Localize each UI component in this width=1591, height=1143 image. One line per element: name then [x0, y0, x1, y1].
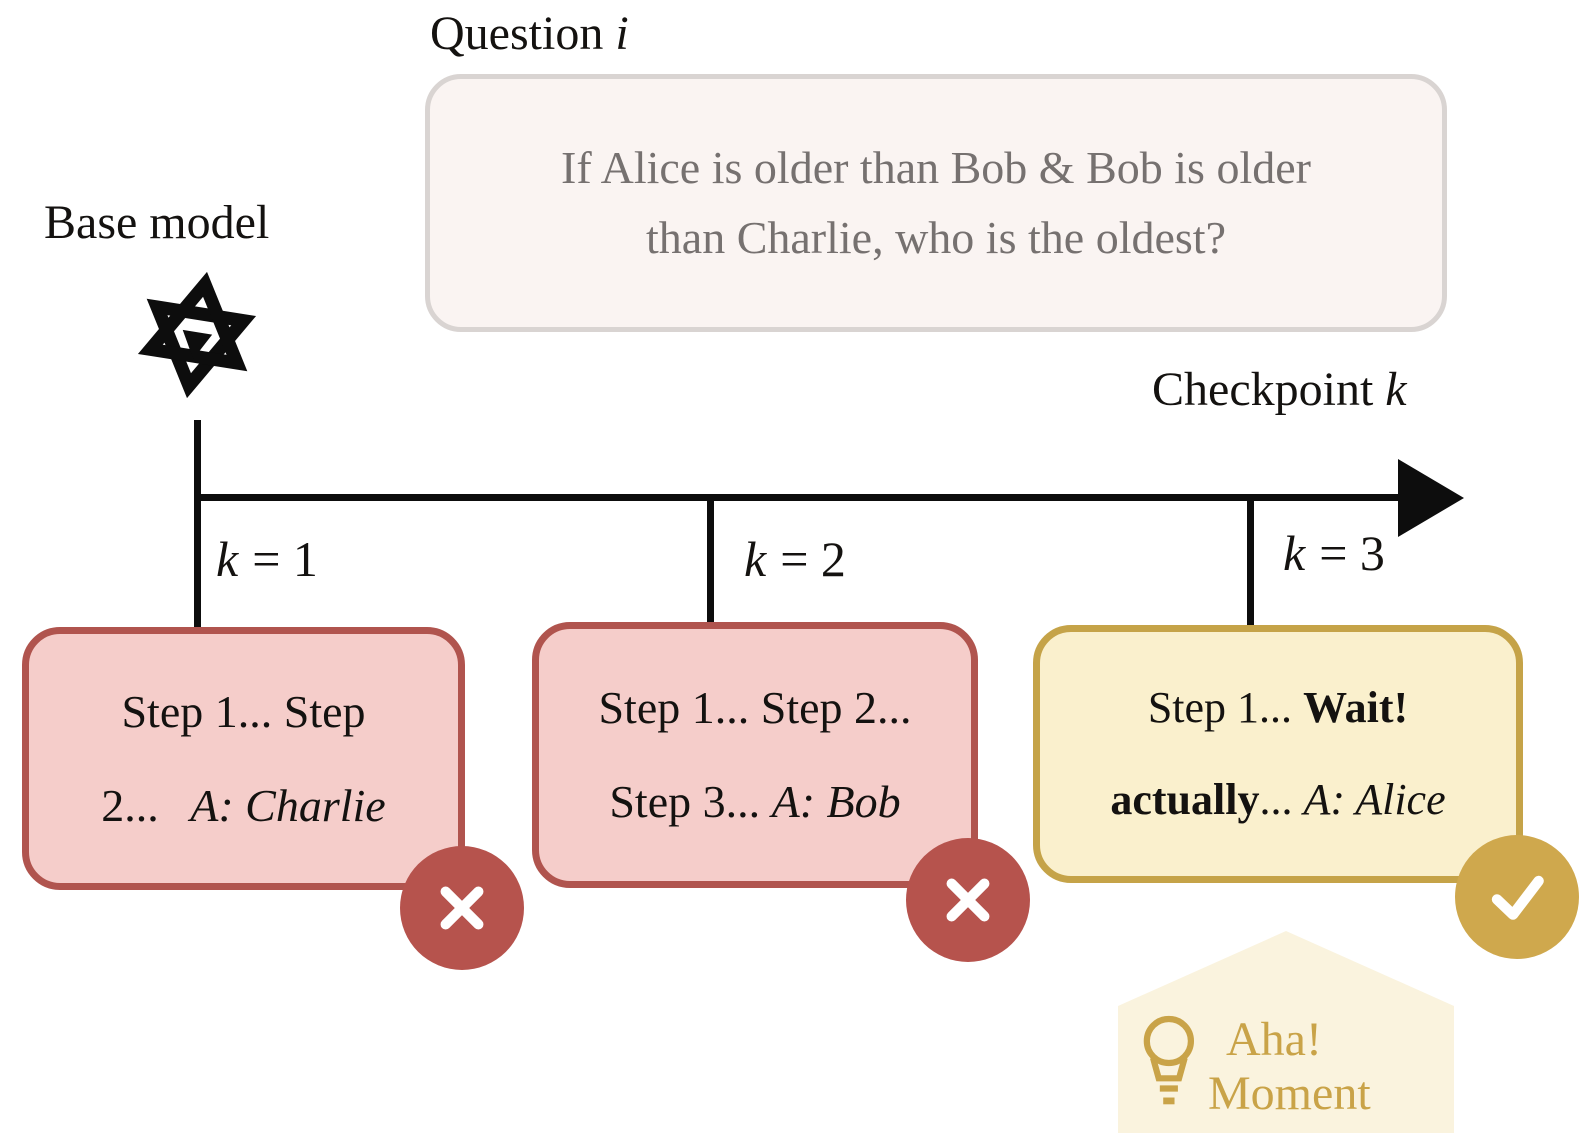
checkpoint-card-1: Step 1... Step 2... A: Charlie — [22, 627, 465, 890]
checkpoint-card-3: Step 1... Wait! actually... A: Alice — [1033, 625, 1523, 883]
card-2-line-2-prefix: Step 3... — [609, 776, 772, 827]
card-3-line-1-bold: Wait! — [1303, 683, 1409, 732]
question-heading-text: Question — [430, 7, 616, 60]
check-icon — [1491, 875, 1544, 920]
k-label-3-eq: = 3 — [1319, 525, 1385, 581]
base-model-label: Base model — [44, 196, 270, 249]
checkpoint-heading-text: Checkpoint — [1152, 363, 1386, 416]
lightbulb-icon — [1143, 1015, 1195, 1105]
aha-moment-callout: Aha! Moment — [1118, 931, 1454, 1133]
k-label-1: k= 1 — [216, 530, 318, 588]
aha-text-line-2: Moment — [1208, 1066, 1371, 1120]
question-text-line-2: than Charlie, who is the oldest? — [646, 212, 1226, 263]
card-3-answer: A: Alice — [1303, 775, 1446, 824]
incorrect-badge-1 — [400, 846, 524, 970]
k-label-1-eq: = 1 — [252, 531, 318, 587]
correct-badge — [1455, 835, 1579, 959]
aha-house-shape — [1118, 931, 1454, 1133]
card-3-line-1-prefix: Step 1... — [1147, 683, 1304, 732]
card-2-line-2: Step 3... A: Bob — [609, 779, 900, 825]
card-1-line-2-prefix: 2... — [101, 779, 171, 831]
k-label-3-var: k — [1283, 525, 1306, 581]
cross-icon — [440, 886, 484, 930]
incorrect-badge-2 — [906, 838, 1030, 962]
checkpoint-heading: Checkpoint k — [1152, 362, 1407, 417]
question-variable: i — [615, 7, 629, 60]
card-3-line-2-bold: actually — [1110, 775, 1260, 824]
card-2-answer: A: Bob — [771, 776, 901, 827]
model-knot-logo-icon — [128, 266, 266, 404]
timeline-tick-k2 — [707, 497, 714, 624]
timeline-arrowhead-icon — [1398, 459, 1464, 537]
question-box: If Alice is older than Bob & Bob is olde… — [425, 74, 1447, 332]
checkpoint-card-2: Step 1... Step 2... Step 3... A: Bob — [532, 622, 978, 888]
card-1-line-2: 2... A: Charlie — [101, 779, 386, 831]
aha-text: Aha! Moment — [1208, 1013, 1371, 1121]
base-model-stem-line — [194, 420, 201, 630]
cross-icon — [946, 878, 990, 922]
question-heading: Question i — [430, 6, 629, 61]
timeline-tick-k3 — [1247, 497, 1254, 630]
checkpoint-variable: k — [1385, 363, 1407, 416]
card-1-answer: A: Charlie — [190, 779, 386, 831]
card-2-line-1: Step 1... Step 2... — [598, 682, 912, 733]
k-label-2-eq: = 2 — [780, 531, 846, 587]
k-label-1-var: k — [216, 531, 239, 587]
question-text-line-1: If Alice is older than Bob & Bob is olde… — [561, 142, 1311, 194]
card-3-line-2: actually... A: Alice — [1110, 778, 1445, 822]
k-label-2: k= 2 — [744, 530, 846, 588]
k-label-2-var: k — [744, 531, 767, 587]
card-1-line-1: Step 1... Step — [121, 685, 366, 737]
aha-text-line-1: Aha! — [1226, 1013, 1322, 1066]
timeline-axis — [194, 494, 1404, 501]
k-label-3: k= 3 — [1283, 524, 1385, 582]
card-3-line-2-infix: ... — [1259, 775, 1304, 824]
card-3-line-1: Step 1... Wait! — [1148, 686, 1408, 730]
